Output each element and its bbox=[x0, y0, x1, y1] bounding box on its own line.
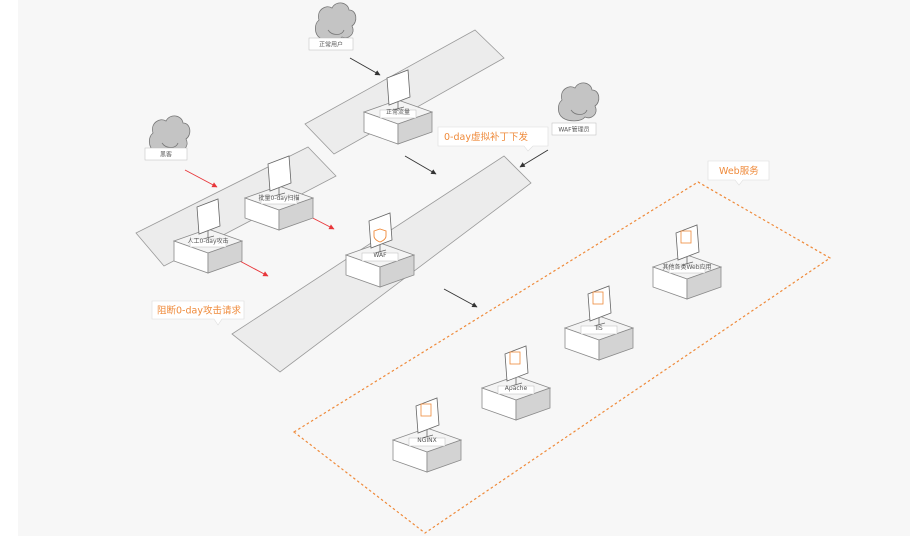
virtual-patch-label: 0-day虚拟补丁下发 bbox=[444, 131, 528, 143]
arrow-user-to-normal bbox=[349, 57, 381, 76]
server-icon bbox=[564, 285, 634, 361]
block-callout: 阻断0-day攻击请求 bbox=[151, 300, 245, 326]
server-other: 其他各类Web应用 bbox=[652, 224, 722, 300]
server-iis-label: IIS bbox=[595, 325, 603, 332]
batch-scan-node: 批量0-day扫描 bbox=[244, 155, 314, 231]
hacker-label: 黑客 bbox=[160, 151, 172, 159]
hacker-node: 黑客 bbox=[144, 115, 191, 161]
server-nginx-label: NGINX bbox=[417, 437, 437, 444]
arrow-manual-to-waf bbox=[235, 258, 269, 277]
server-apache: Apache bbox=[481, 345, 551, 421]
normal-user-label: 正常用户 bbox=[319, 41, 343, 49]
arrow-waf-to-web bbox=[443, 288, 478, 308]
manual-attack-label: 人工0-day攻击 bbox=[187, 237, 228, 245]
normal-user-icon bbox=[314, 2, 357, 42]
normal-user-node: 正常用户 bbox=[308, 2, 357, 51]
normal-traffic-node: 正常流量 bbox=[363, 69, 433, 145]
arrow-admin-to-waf bbox=[519, 149, 549, 168]
server-icon bbox=[481, 345, 551, 421]
server-icon bbox=[652, 224, 722, 300]
waf-admin-label: WAF管理员 bbox=[558, 126, 589, 134]
waf-admin-icon bbox=[557, 82, 600, 122]
web-services-label: Web服务 bbox=[719, 165, 759, 177]
arrow-hacker-to-scan bbox=[184, 169, 218, 188]
server-nginx: NGINX bbox=[392, 397, 462, 473]
server-iis: IIS bbox=[564, 285, 634, 361]
web-services-callout: Web服务 bbox=[707, 160, 770, 186]
web-services-region bbox=[292, 181, 832, 534]
waf-label: WAF bbox=[373, 252, 387, 259]
diagram-svg: 正常用户 黑客 WAF管理员 正常流量 批量0-day扫描 人工0-day攻击 … bbox=[135, 2, 832, 534]
virtual-patch-callout: 0-day虚拟补丁下发 bbox=[437, 126, 549, 152]
server-other-label: 其他各类Web应用 bbox=[662, 263, 711, 271]
block-label: 阻断0-day攻击请求 bbox=[157, 305, 241, 317]
server-apache-label: Apache bbox=[505, 385, 528, 392]
waf-node: WAF bbox=[345, 212, 415, 288]
normal-traffic-label: 正常流量 bbox=[386, 108, 410, 116]
batch-scan-label: 批量0-day扫描 bbox=[258, 194, 299, 202]
waf-admin-node: WAF管理员 bbox=[551, 82, 600, 136]
arrow-normal-to-waf bbox=[404, 155, 437, 175]
manual-attack-node: 人工0-day攻击 bbox=[173, 198, 243, 274]
server-icon bbox=[392, 397, 462, 473]
diagram-canvas: 正常用户 黑客 WAF管理员 正常流量 批量0-day扫描 人工0-day攻击 … bbox=[18, 0, 910, 536]
